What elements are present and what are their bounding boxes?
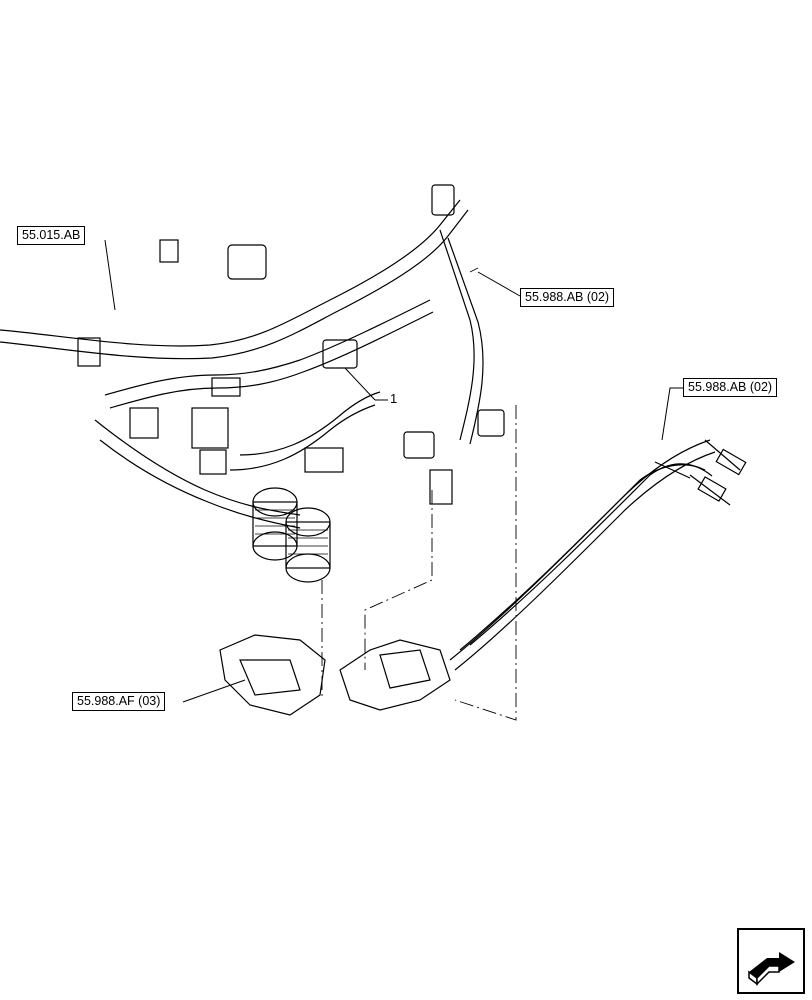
- ref-box-55988af[interactable]: 55.988.AF (03): [72, 692, 166, 711]
- connectors: [77, 184, 505, 505]
- reference-lines: [321, 267, 517, 721]
- ref-box-55988ab-right[interactable]: 55.988.AB (02): [683, 378, 778, 397]
- ref-box-55015ab[interactable]: 55.015.AB: [17, 226, 86, 245]
- next-page-arrow-icon[interactable]: [737, 928, 805, 994]
- main-harness: [0, 199, 484, 529]
- control-modules: [219, 634, 451, 716]
- leader-lines: [104, 239, 683, 703]
- callout-item-1: 1: [390, 391, 398, 406]
- cylinder-sensors: [252, 487, 331, 583]
- sensor-leads: [449, 439, 747, 671]
- ref-box-55988ab-top[interactable]: 55.988.AB (02): [520, 288, 615, 307]
